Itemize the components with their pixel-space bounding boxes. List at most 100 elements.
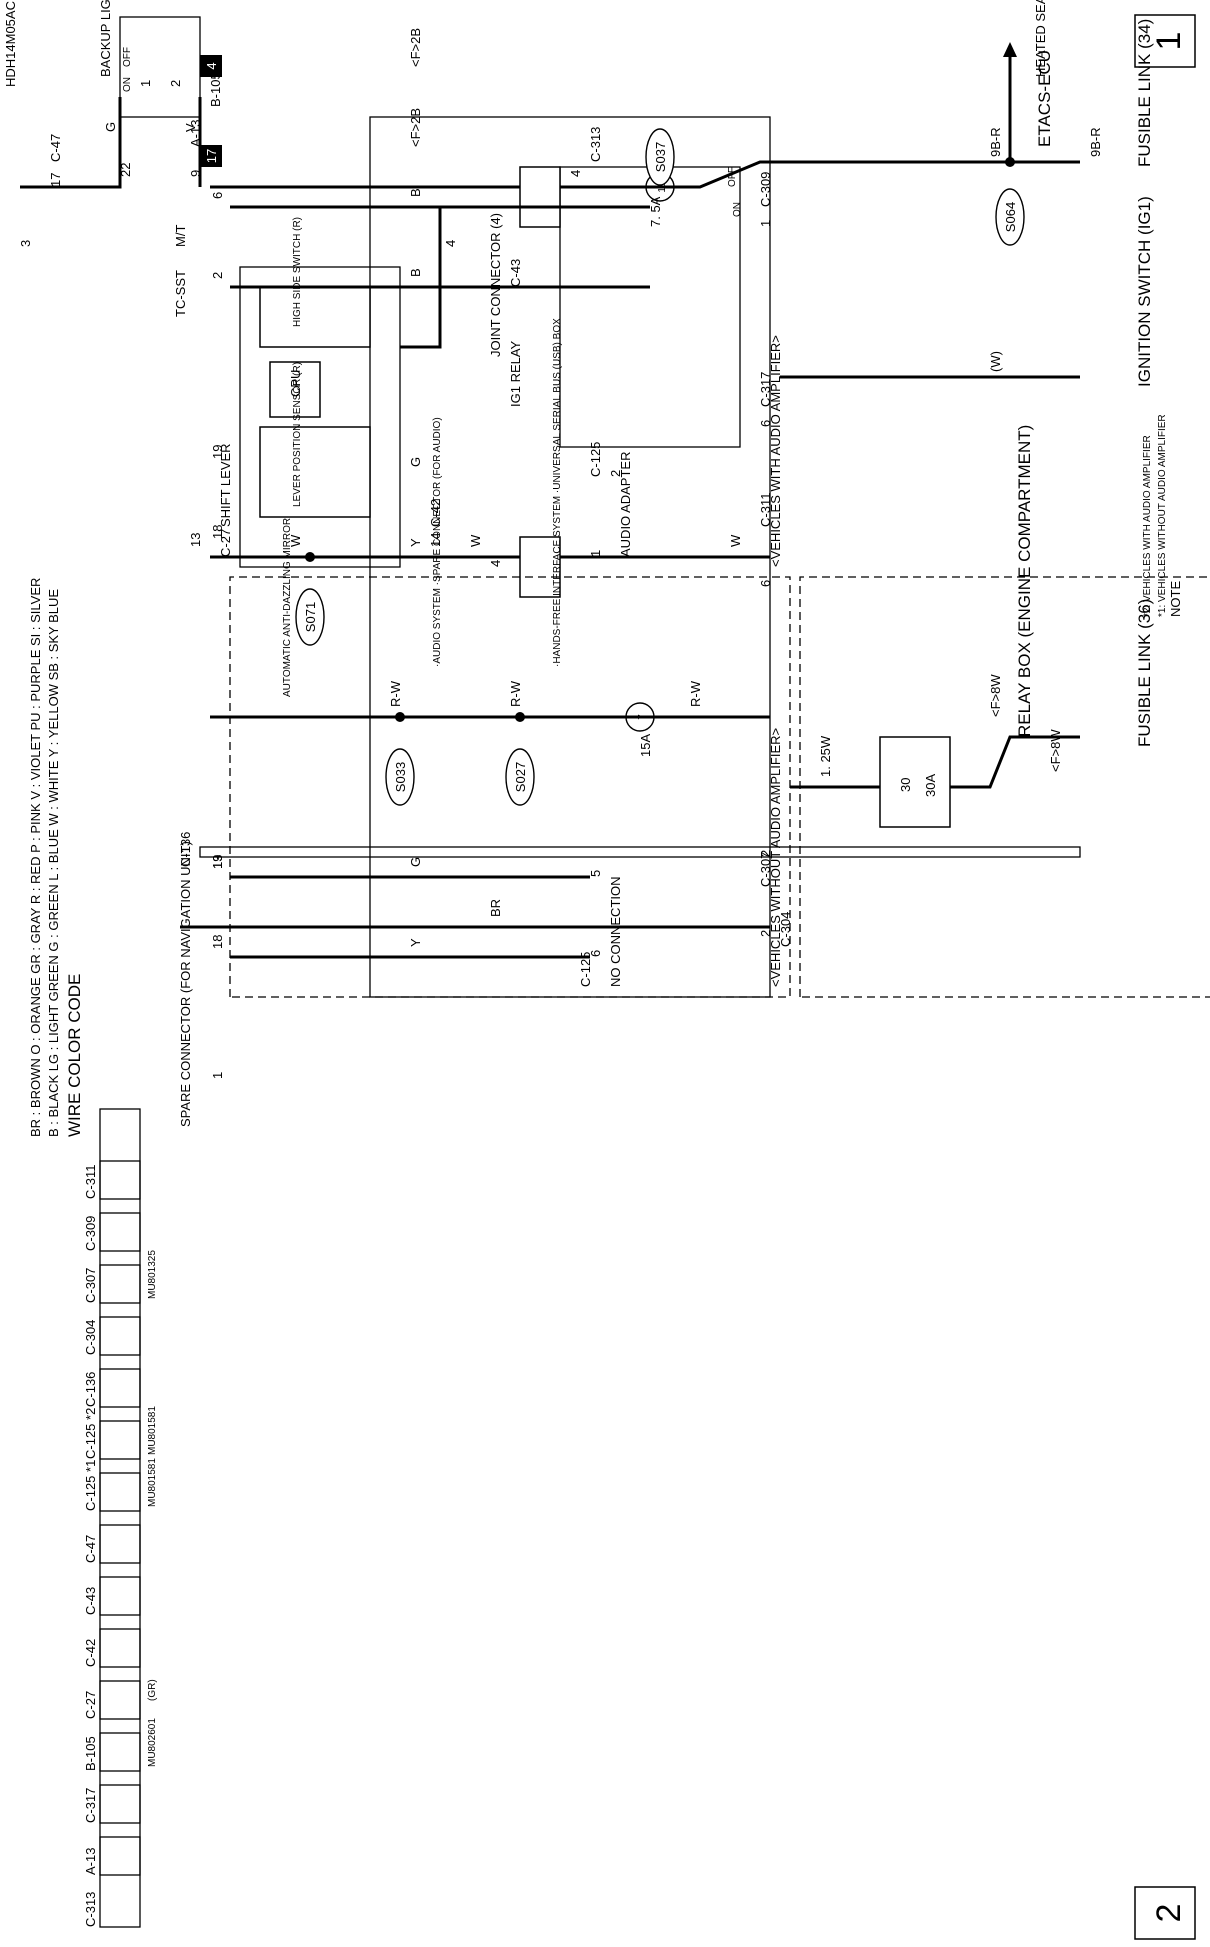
shift-pin: 22: [118, 163, 133, 177]
page-mark-1: 1: [1134, 14, 1196, 68]
connector-face: C-47: [83, 1472, 141, 1564]
svg-text:MU801325: MU801325: [147, 1250, 158, 1299]
conn-c309: C-309: [758, 172, 773, 207]
tc-sst-label: TC-SST: [173, 270, 188, 317]
wire-color-legend: WIRE COLOR CODE B : BLACK LG : LIGHT GRE…: [28, 578, 84, 1137]
svg-text:*1: VEHICLES WITHOUT AUDIO AMP: *1: VEHICLES WITHOUT AUDIO AMPLIFIER: [1157, 414, 1168, 617]
svg-text:2: 2: [1150, 1904, 1188, 1923]
spare-pin-label: 1: [210, 1072, 225, 1079]
joint-pin: 17: [48, 173, 63, 187]
wire-label: W: [728, 534, 743, 547]
conn-c27: C-27: [218, 529, 233, 557]
note-block: NOTE *1: VEHICLES WITHOUT AUDIO AMPLIFIE…: [1142, 414, 1183, 617]
splice-s037: S037: [645, 128, 675, 186]
splice-dot: [395, 712, 405, 722]
fusible-link-34-label: FUSIBLE LINK (34): [1135, 19, 1154, 167]
no-connection-label: NO CONNECTION: [608, 877, 623, 988]
conn-c311: C-311: [758, 493, 773, 527]
spare-pin-label: 18: [210, 525, 225, 539]
connector-face: C-304: [83, 1264, 141, 1356]
svg-text:S033: S033: [393, 762, 408, 792]
svg-text:C-311: C-311: [83, 1165, 98, 1199]
svg-text:C-317: C-317: [83, 1788, 98, 1823]
shift-pin: 3: [18, 240, 33, 247]
etacs-pin: 2: [758, 930, 773, 937]
etacs-pin: 2: [758, 850, 773, 857]
svg-text:1: 1: [1150, 32, 1188, 51]
etacs-ecu-title: ETACS-ECU: [1035, 50, 1054, 147]
figure-code: HDH14M05AC: [3, 1, 18, 87]
conn-c125-b: C-125: [588, 442, 603, 477]
legend-row-2: BR : BROWN O : ORANGE GR : GRAY R : RED …: [28, 578, 43, 1137]
wire-f8w: [950, 735, 1080, 789]
svg-text:MU801581: MU801581: [147, 1406, 158, 1455]
fuse-amp: 7. 5A: [648, 196, 663, 227]
svg-text:C-309: C-309: [83, 1216, 98, 1251]
backup-switch-label: BACKUP LIGHT SWITCH: [98, 0, 113, 77]
conn-b105: B-105: [208, 72, 223, 107]
connector-face: C-42: [83, 1576, 141, 1668]
cpu-label: CPU: [288, 370, 303, 397]
switch-off: OFF: [122, 47, 133, 67]
heated-seat-arrow: [1003, 42, 1017, 57]
connector-face: C-136: [83, 1316, 141, 1408]
wire-label: B: [408, 188, 423, 197]
wire-label: G: [103, 122, 118, 132]
connector-face: C-313: [83, 1836, 141, 1928]
relay-off-label: OFF: [727, 167, 738, 187]
shift-pin: 1: [138, 80, 153, 87]
wire-etacs-v: [540, 160, 780, 189]
conn-c307: C-307: [758, 852, 773, 887]
wire-label: W: [468, 534, 483, 547]
wire-label: <F>8W: [988, 674, 1003, 717]
relay-on-label: ON: [732, 202, 743, 217]
svg-text:(GR): (GR): [147, 1679, 158, 1701]
cpu-block: [269, 361, 321, 418]
branch-mirror-label: AUTOMATIC ANTI-DAZZLING MIRROR: [282, 518, 293, 697]
shift-lever-box: [239, 266, 401, 568]
without-amplifier-frame: [229, 576, 791, 998]
etacs-pin: 1: [758, 220, 773, 227]
wire-label: G: [408, 457, 423, 467]
wire-label: V: [183, 123, 198, 132]
connector-face: C-309: [83, 1160, 141, 1252]
splice-dot: [515, 712, 525, 722]
fusible-link-36-label: FUSIBLE LINK (36): [1135, 599, 1154, 747]
audio-pin: 1: [588, 550, 603, 557]
svg-text:17: 17: [204, 149, 219, 163]
conn-c125: C-125: [578, 952, 593, 987]
svg-text:C-42: C-42: [83, 1639, 98, 1667]
svg-text:C-304: C-304: [83, 1320, 98, 1355]
lever-sensor-label: LEVER POSITION SENSOR (R): [292, 362, 303, 507]
branch-audio-label: ·AUDIO SYSTEM ·SPARE CONNECTOR (FOR AUDI…: [432, 417, 443, 667]
svg-text:S027: S027: [513, 762, 528, 792]
joint-pin: 4: [488, 560, 503, 567]
wire-label: 1. 25W: [818, 735, 833, 777]
svg-text:C-125 *1: C-125 *1: [83, 1460, 98, 1511]
svg-text:MU801581: MU801581: [147, 1458, 158, 1507]
switch-on: ON: [122, 77, 133, 92]
ground-4: 4: [200, 55, 222, 77]
wire-label: G: [408, 857, 423, 867]
spare-pin-label: 6: [210, 192, 225, 199]
joint-pin: 14: [428, 533, 443, 547]
splice-s033: S033: [385, 748, 415, 806]
heated-seat-label: HEATED SEAT: [1033, 0, 1048, 77]
joint-pin: 6: [758, 580, 773, 587]
without-amplifier-label: <VEHICLES WITHOUT AUDIO AMPLIFIER>: [768, 728, 783, 987]
svg-text:C-27: C-27: [83, 1691, 98, 1719]
wire-label: R-W: [508, 680, 523, 707]
svg-text:MU802601: MU802601: [147, 1718, 158, 1767]
relay-box-label: RELAY BOX (ENGINE COMPARTMENT): [1015, 425, 1034, 737]
splice-dot: [305, 552, 315, 562]
svg-text:4: 4: [204, 62, 219, 69]
shift-lever-label: SHIFT LEVER: [218, 443, 233, 527]
splice-s071: S071: [295, 588, 325, 646]
wire-label: W: [288, 534, 303, 547]
etacs-pin: 4: [568, 170, 583, 177]
connector-face: C-317: [83, 1732, 141, 1824]
